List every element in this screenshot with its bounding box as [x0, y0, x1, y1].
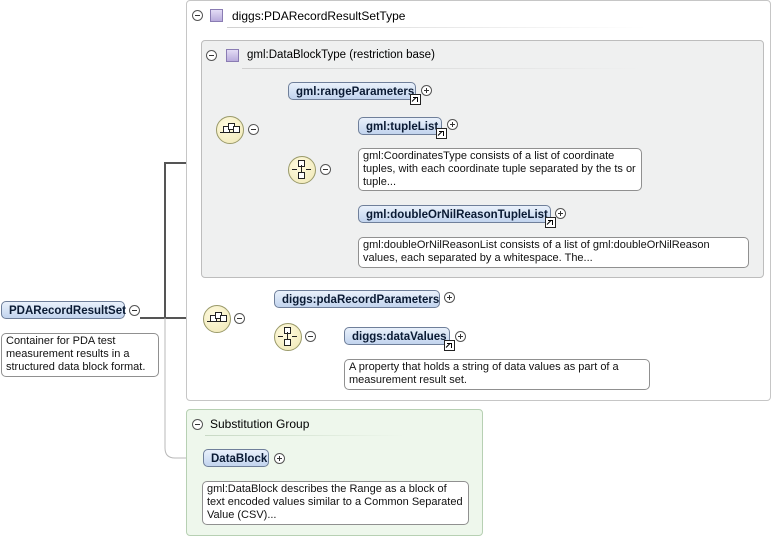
- double-or-nil-reason-tuple-list-element[interactable]: gml:doubleOrNilReasonTupleList: [358, 205, 551, 223]
- collapse-root-icon[interactable]: [129, 305, 140, 316]
- choice-icon[interactable]: [288, 156, 316, 184]
- tuple-list-element[interactable]: gml:tupleList: [358, 117, 442, 135]
- data-block-doc: gml:DataBlock describes the Range as a b…: [202, 481, 469, 525]
- tuple-list-doc: gml:CoordinatesType consists of a list o…: [358, 148, 642, 191]
- collapse-type-icon[interactable]: [192, 10, 203, 21]
- substitution-title: Substitution Group: [210, 417, 310, 431]
- collapse-outer-sequence-icon[interactable]: [234, 313, 245, 324]
- collapse-substitution-icon[interactable]: [192, 419, 203, 430]
- collapse-sequence-icon[interactable]: [248, 124, 259, 135]
- expand-range-parameters-icon[interactable]: [421, 85, 432, 96]
- type-title: diggs:PDARecordResultSetType: [232, 9, 406, 23]
- reference-arrow-icon: [436, 128, 447, 139]
- sequence-icon[interactable]: [203, 305, 231, 333]
- root-label: PDARecordResultSet: [9, 305, 126, 317]
- pda-record-parameters-element[interactable]: diggs:pdaRecordParameters: [274, 290, 440, 308]
- reference-arrow-icon: [545, 217, 556, 228]
- expand-double-or-nil-icon[interactable]: [555, 208, 566, 219]
- expand-pda-record-parameters-icon[interactable]: [444, 292, 455, 303]
- complex-type-icon: [210, 9, 223, 22]
- expand-data-block-icon[interactable]: [274, 453, 285, 464]
- sequence-icon[interactable]: [216, 116, 244, 144]
- double-or-nil-doc: gml:doubleOrNilReasonList consists of a …: [358, 237, 749, 268]
- collapse-choice-icon[interactable]: [320, 164, 331, 175]
- collapse-base-icon[interactable]: [206, 50, 217, 61]
- expand-data-values-icon[interactable]: [455, 331, 466, 342]
- expand-tuple-list-icon[interactable]: [447, 119, 458, 130]
- root-doc: Container for PDA test measurement resul…: [1, 333, 159, 377]
- reference-arrow-icon: [410, 94, 421, 105]
- data-block-element[interactable]: DataBlock: [203, 449, 269, 467]
- base-title: gml:DataBlockType (restriction base): [247, 49, 435, 61]
- complex-type-icon: [226, 49, 239, 62]
- root-element[interactable]: PDARecordResultSet: [1, 301, 126, 319]
- data-values-element[interactable]: diggs:dataValues: [344, 327, 450, 345]
- reference-arrow-icon: [444, 340, 455, 351]
- collapse-choice-icon[interactable]: [305, 331, 316, 342]
- range-parameters-element[interactable]: gml:rangeParameters: [288, 82, 416, 100]
- choice-icon[interactable]: [274, 323, 302, 351]
- data-values-doc: A property that holds a string of data v…: [344, 359, 650, 390]
